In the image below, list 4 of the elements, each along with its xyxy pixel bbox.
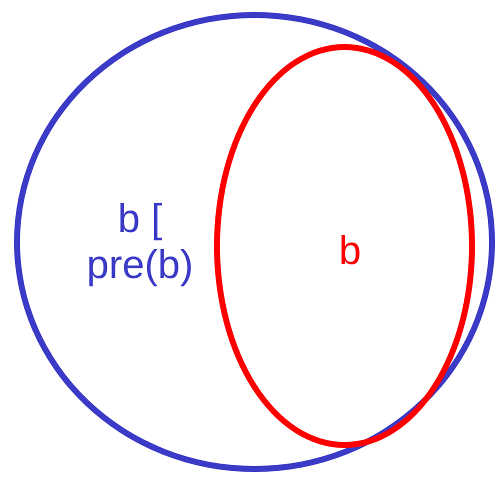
ellipse-label: b bbox=[338, 228, 362, 274]
ellipse-shape bbox=[214, 44, 475, 448]
circle-shape bbox=[14, 12, 495, 472]
circle-label: b [ pre(b) bbox=[86, 196, 194, 288]
